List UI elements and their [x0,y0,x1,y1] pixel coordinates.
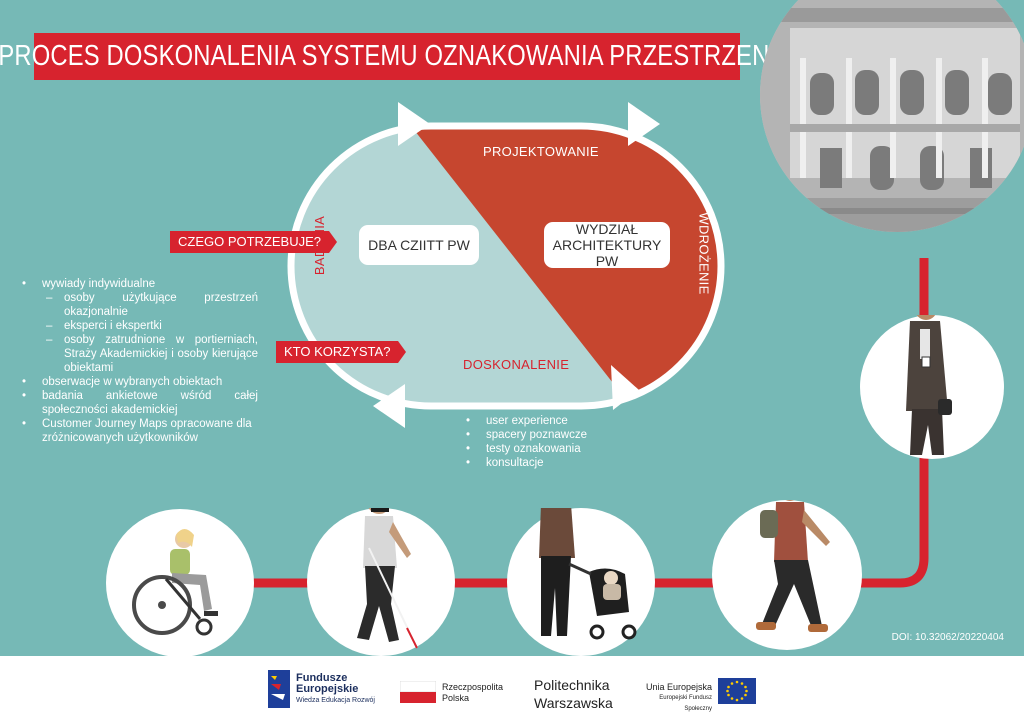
institution-box-architektura: WYDZIAŁ ARCHITEKTURY PW [544,221,670,269]
arrow-head-bottom-left [373,384,405,428]
arrow-head-top-left [398,102,430,146]
polish-flag-icon [400,681,436,703]
institution-label-architektura-line1: WYDZIAŁ [575,221,639,237]
ue-line1: Unia Europejska [645,682,712,692]
pw-line1: Politechnika [534,677,610,693]
rp-line1: Rzeczpospolita [442,682,504,692]
fe-line3: Wiedza Edukacja Rozwój [296,697,375,704]
politechnika-warszawska-logo: Politechnika Warszawska [534,676,613,712]
fe-line1: Fundusze [296,672,348,684]
rp-line2: Polska [442,693,470,703]
list-item: user experience [464,414,654,428]
persona-blind-person [307,508,455,656]
institution-label-dba: DBA CZIITT PW [368,237,470,253]
question-tag-needs: CZEGO POTRZEBUJE? [170,231,338,253]
institution-label-architektura-line2: ARCHITEKTURY PW [552,237,662,269]
eu-flag-icon [718,678,756,704]
unia-europejska-logo: Unia Europejska Europejski Fundusz Społe… [640,682,712,715]
cycle-outline [287,122,725,410]
persona-student-walking [712,500,862,650]
list-item: Customer Journey Maps opracowane dla zró… [20,417,258,445]
stage-label-wdrozenie: WDROŻENIE [696,212,712,295]
list-item: obserwacje w wybranych obiektach [20,375,258,389]
improvement-methods-list: user experience spacery poznawcze testy … [464,414,654,470]
rzeczpospolita-polska-logo: Rzeczpospolita Polska [442,682,503,704]
title-banner: PROCES DOSKONALENIA SYSTEMU OZNAKOWANIA … [0,33,776,80]
fe-line2: Europejskie [296,683,359,695]
persona-wheelchair-user [106,509,254,657]
page-title: PROCES DOSKONALENIA SYSTEMU OZNAKOWANIA … [0,40,776,72]
institution-box-dba: DBA CZIITT PW [359,225,479,265]
list-item: osoby użytkujące przestrzeń okazjonalnie [20,291,258,319]
question-tag-users: KTO KORZYSTA? [276,341,407,363]
list-item: spacery poznawcze [464,428,654,442]
footer: Fundusze Europejskie Wiedza Edukacja Roz… [0,656,1024,724]
stage-label-projektowanie: PROJEKTOWANIE [483,144,599,159]
pw-line2: Warszawska [534,695,613,711]
stage-label-doskonalenie: DOSKONALENIE [463,357,570,372]
list-item: testy oznakowania [464,442,654,456]
list-item: badania ankietowe wśród całej społecznoś… [20,389,258,417]
persona-staff-member [860,315,1004,459]
arrow-head-top-right [628,102,660,146]
doi-label: DOI: 10.32062/20220404 [891,632,1004,643]
arrow-head-bottom-right [611,365,639,410]
list-item: osoby zatrudnione w portierniach, Straży… [20,333,258,375]
persona-parent-with-stroller [507,508,655,656]
list-item: eksperci i ekspertki [20,319,258,333]
ue-line2: Europejski Fundusz Społeczny [659,695,712,712]
list-item: wywiady indywidualne [20,277,258,291]
research-methods-list: wywiady indywidualne osoby użytkujące pr… [20,277,258,445]
fundusze-europejskie-logo: Fundusze Europejskie Wiedza Edukacja Roz… [296,673,375,706]
list-item: konsultacje [464,456,654,470]
building-photo [760,0,1024,232]
fundusze-europejskie-logo-icon [268,670,290,708]
